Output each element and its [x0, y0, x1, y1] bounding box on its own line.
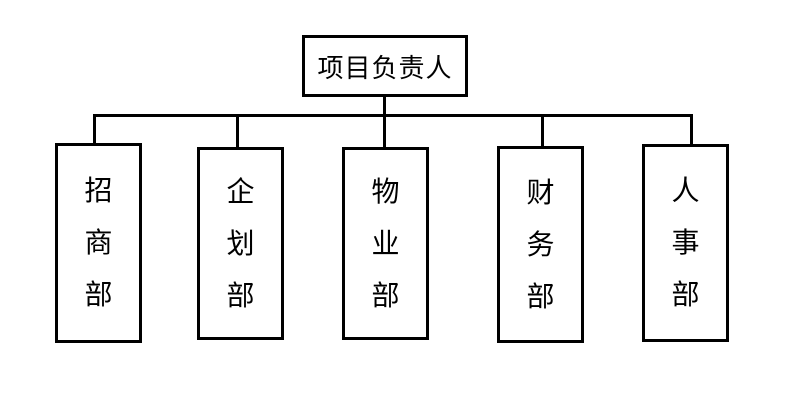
department-label: 企划部: [226, 174, 255, 312]
root-node-label: 项目负责人: [317, 53, 453, 84]
root-connector-line: [383, 97, 386, 116]
department-node-caiwu: 财务部: [497, 146, 584, 343]
department-node-renshi: 人事部: [642, 144, 729, 342]
department-node-qihua: 企划部: [197, 147, 284, 340]
branch-line-3: [383, 114, 386, 148]
branch-line-4: [541, 114, 544, 147]
branch-line-1: [93, 114, 96, 144]
department-label: 招商部: [84, 174, 113, 311]
department-label: 物业部: [371, 174, 400, 312]
branch-line-5: [690, 114, 693, 145]
department-label: 财务部: [526, 175, 555, 313]
horizontal-connector-line: [93, 114, 693, 117]
department-node-zhaoshang: 招商部: [55, 143, 142, 343]
branch-line-2: [236, 114, 239, 148]
root-node: 项目负责人: [302, 35, 468, 97]
department-node-wuye: 物业部: [342, 147, 429, 340]
department-label: 人事部: [671, 174, 700, 311]
